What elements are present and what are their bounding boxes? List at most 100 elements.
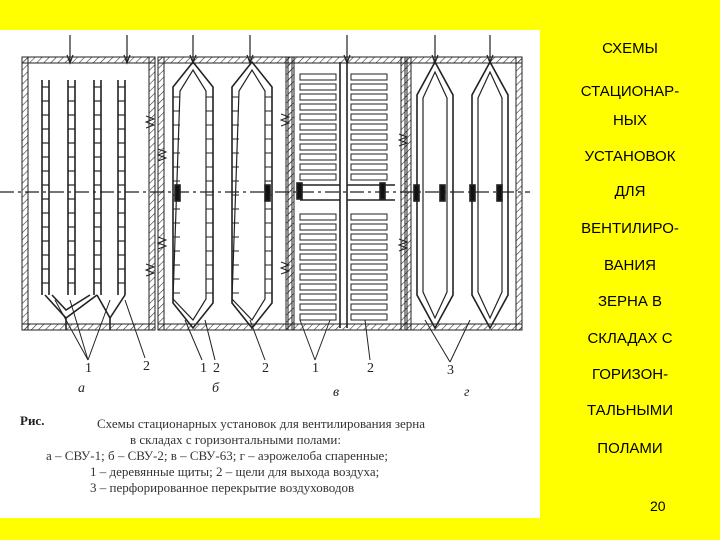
title-line: ДЛЯ [614, 183, 646, 200]
slat [350, 283, 388, 291]
leader-line [204, 319, 216, 361]
slat [350, 153, 388, 161]
page-number: 20 [650, 498, 666, 514]
slat [299, 83, 337, 91]
slat [350, 133, 388, 141]
aero-trough-inner [422, 70, 448, 320]
title-line: СХЕМЫ [602, 40, 658, 57]
slat [299, 173, 337, 181]
slat [350, 123, 388, 131]
wooden-shield [496, 184, 503, 202]
title-line: ВАНИЯ [604, 257, 656, 274]
caption-prefix: Рис. [20, 413, 45, 428]
slat [350, 103, 388, 111]
air-slit-icon [279, 261, 291, 275]
air-duct-loop [172, 60, 214, 330]
slat [350, 73, 388, 81]
duct-joint [51, 294, 91, 312]
title-line: ТАЛЬНЫМИ [586, 402, 674, 419]
leader-line [299, 319, 316, 361]
slat [350, 223, 388, 231]
wooden-shield [413, 184, 420, 202]
wall-hatch [157, 323, 293, 331]
wall-hatch [515, 56, 523, 331]
wall-hatch [404, 56, 412, 331]
slat [299, 123, 337, 131]
wooden-shield [264, 184, 271, 202]
air-duct-loop-inner [172, 68, 207, 321]
panel-letter-g: г [464, 385, 470, 400]
air-duct-loop-inner [231, 68, 266, 321]
leader-line [87, 299, 111, 361]
caption-line: Схемы стационарных установок для вентили… [97, 416, 425, 431]
slat [350, 243, 388, 251]
title-line: ПОЛАМИ [597, 440, 663, 457]
slat [350, 303, 388, 311]
title-line: СКЛАДАХ С [587, 330, 673, 347]
wooden-shield [439, 184, 446, 202]
wall-hatch [157, 56, 293, 64]
air-slit-icon [279, 113, 291, 127]
slat [299, 103, 337, 111]
wall-hatch [287, 56, 295, 331]
slat [299, 73, 337, 81]
slat [350, 173, 388, 181]
slat [350, 273, 388, 281]
air-arrow-head [123, 54, 131, 65]
slat [299, 243, 337, 251]
slat [299, 253, 337, 261]
slat [350, 213, 388, 221]
wooden-shield [469, 184, 476, 202]
slat [350, 233, 388, 241]
figure-panel: 1 2 1 2 2 1 2 3 а б в г Рис. Схемы стаци… [0, 30, 540, 518]
wall-hatch [21, 56, 156, 64]
label-number: 2 [143, 359, 150, 374]
slat [299, 153, 337, 161]
air-slit-icon [397, 133, 409, 147]
slat [350, 263, 388, 271]
slat [350, 143, 388, 151]
slat [299, 113, 337, 121]
label-number: 1 [312, 361, 319, 376]
caption-line: 3 – перфорированное перекрытие воздухово… [90, 480, 355, 495]
slat [299, 303, 337, 311]
label-number: 1 [200, 361, 207, 376]
ventilation-diagram: 1 2 1 2 2 1 2 3 а б в г [0, 35, 530, 400]
label-number: 3 [447, 363, 454, 378]
label-number: 1 [85, 361, 92, 376]
leader-line [184, 319, 203, 361]
aero-trough-inner [477, 70, 503, 320]
slat [350, 83, 388, 91]
wall-hatch [21, 56, 29, 331]
panel-letter-v: в [333, 385, 339, 400]
air-arrow-head [246, 54, 254, 65]
title-line: ЗЕРНА В [597, 293, 663, 310]
slat [299, 263, 337, 271]
duct-joint [96, 294, 126, 320]
wall-hatch [404, 56, 523, 64]
caption-line: в складах с горизонтальными полами: [130, 432, 341, 447]
title-line: НЫХ [612, 112, 648, 129]
panel-letter-b: б [212, 381, 220, 396]
air-slit-icon [397, 238, 409, 252]
air-slit-icon [156, 148, 168, 162]
panel-letter-a: а [78, 381, 85, 396]
leader-line [314, 319, 331, 361]
title-line: ГОРИЗОН- [591, 366, 669, 383]
slat [350, 113, 388, 121]
label-number: 2 [213, 361, 220, 376]
leader-line [124, 299, 146, 359]
label-number: 2 [367, 361, 374, 376]
leader-line [69, 299, 89, 361]
slat [299, 133, 337, 141]
air-arrow-head [66, 54, 74, 65]
slat [299, 143, 337, 151]
wall-hatch [157, 56, 165, 331]
leader-line [449, 319, 471, 363]
slat [299, 273, 337, 281]
leader-line [424, 319, 451, 363]
air-slit-icon [156, 236, 168, 250]
slat [299, 233, 337, 241]
slat [350, 313, 388, 321]
slat [350, 293, 388, 301]
